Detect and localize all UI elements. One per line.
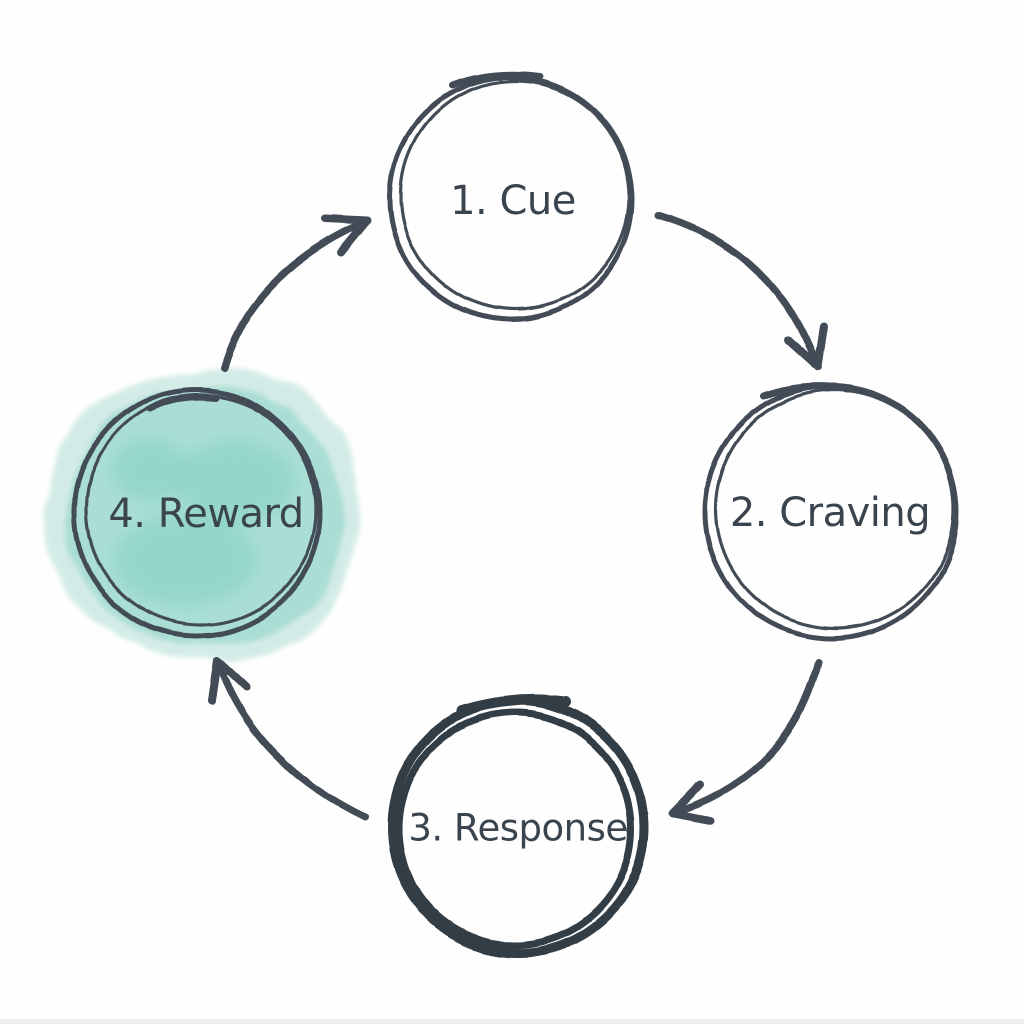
cue-circle-inner-line (399, 80, 631, 312)
reward-pen-overlap (146, 393, 220, 413)
cue-label: 1. Cue (450, 178, 576, 224)
arrowhead-icon (207, 656, 250, 704)
node-cue (387, 71, 635, 323)
node-reward (71, 387, 323, 639)
cue-pen-overlap (448, 71, 544, 90)
reward-label: 4. Reward (108, 491, 303, 537)
arrow-cue-to-craving (654, 211, 828, 371)
arrow-reward-to-cue (220, 215, 371, 372)
response-circle-inner-line (395, 709, 635, 949)
arrowhead-icon (322, 215, 371, 257)
response-label: 3. Response (408, 807, 627, 850)
arrowhead-icon (784, 323, 828, 371)
bottom-edge-artifact (0, 1019, 1024, 1024)
node-response (387, 694, 649, 958)
node-craving (702, 383, 960, 641)
arrow-response-to-reward (207, 656, 369, 821)
watercolor-splash (45, 371, 361, 662)
craving-pen-overlap (760, 383, 852, 400)
arrowhead-icon (668, 780, 715, 824)
response-pen-overlap (456, 694, 572, 717)
craving-label: 2. Craving (730, 490, 930, 536)
nodes: 1. Cue 2. Craving 3. Response 4. Reward (71, 71, 960, 958)
watercolor-deep-patches (112, 438, 295, 606)
reward-circle (71, 387, 323, 639)
cycle-arrows (207, 211, 828, 824)
arrow-craving-to-response (668, 658, 822, 824)
